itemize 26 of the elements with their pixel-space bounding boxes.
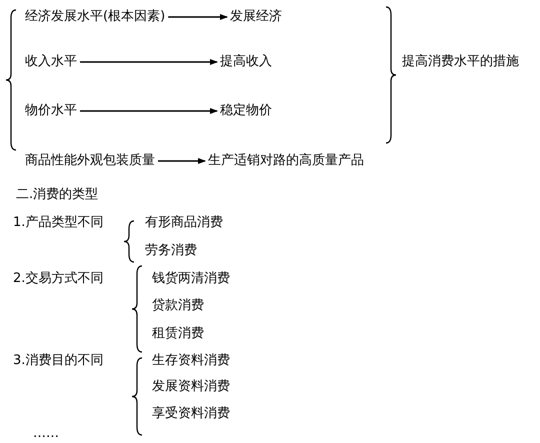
item-text: 有形商品消费 xyxy=(145,215,223,231)
node-text: 物价水平 xyxy=(25,103,168,119)
arrow xyxy=(158,158,206,164)
category-text: 2.交易方式不同 xyxy=(13,271,104,287)
node-text: 生产适销对路的高质量产品 xyxy=(195,153,375,169)
node-text: 商品性能外观包装质量 xyxy=(25,153,175,169)
node-text: 经济发展水平(根本因素) xyxy=(25,9,188,25)
category-text: 3.消费目的不同 xyxy=(13,353,104,369)
item-text: 租赁消费 xyxy=(152,326,204,342)
node-text: 提高收入 xyxy=(189,54,269,70)
category-text: 1.产品类型不同 xyxy=(13,215,104,231)
item-text: 生存资料消费 xyxy=(152,353,230,369)
arrow xyxy=(168,14,228,20)
node-text: 发展经济 xyxy=(209,9,289,25)
item-text: 贷款消费 xyxy=(152,298,204,314)
node-text: 收入水平 xyxy=(25,54,168,70)
item-text: 劳务消费 xyxy=(145,243,197,259)
item-text: 享受资料消费 xyxy=(152,406,230,422)
node-text: 稳定物价 xyxy=(189,103,269,119)
arrow xyxy=(80,108,218,114)
item-text: 发展资料消费 xyxy=(152,379,230,395)
item-text: 钱货两清消费 xyxy=(152,271,230,287)
arrow xyxy=(80,59,218,65)
node-text: 提高消费水平的措施 xyxy=(402,54,532,70)
ellipsis-text: …… xyxy=(33,426,59,442)
section-heading: 二.消费的类型 xyxy=(16,187,98,203)
